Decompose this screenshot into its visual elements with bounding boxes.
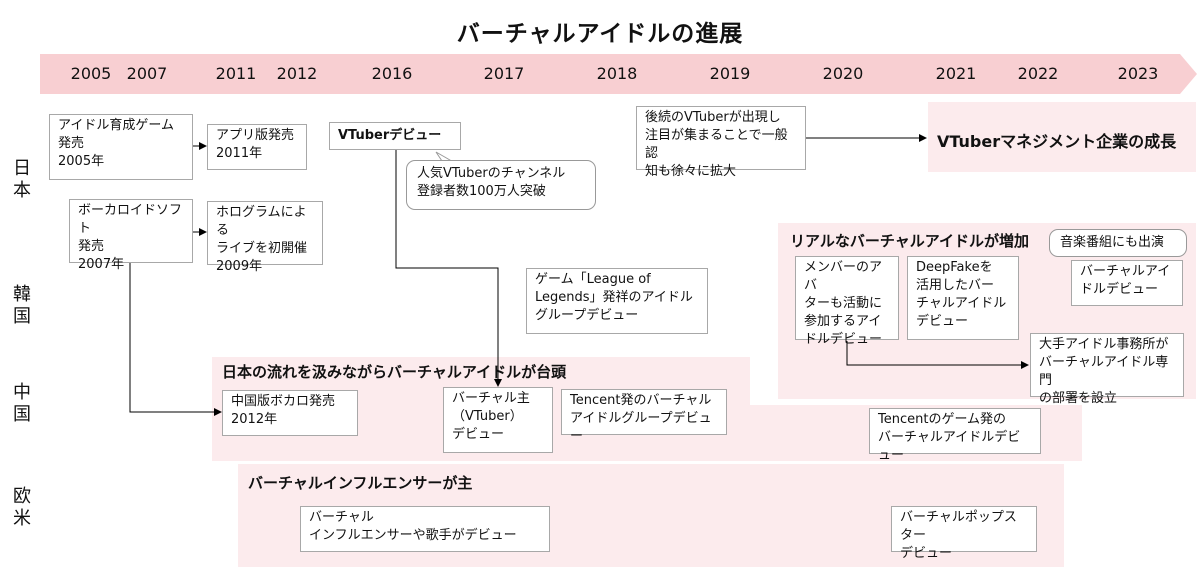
idol-game-box: アイドル育成ゲーム 発売 2005年 [49, 114, 193, 180]
page-title: バーチャルアイドルの進展 [456, 21, 744, 47]
timeline-arrow [40, 54, 1197, 94]
year-label: 2011 [215, 64, 257, 83]
popstar-box: バーチャルポップスター デビュー [891, 506, 1037, 561]
region-label-west: 欧米 [13, 486, 31, 529]
year-label: 2007 [126, 64, 168, 83]
virtual-idol-debut-box: バーチャルアイ ドルデビュー [1071, 260, 1183, 306]
agency-box: 大手アイドル事務所が バーチャルアイドル専門 の部署を設立 [1030, 333, 1184, 406]
year-label: 2005 [70, 64, 112, 83]
connector-vtuber-to-china [395, 150, 502, 387]
app-release-box: アプリ版発売 2011年 [207, 124, 307, 170]
year-label: 2021 [935, 64, 977, 83]
year-label: 2020 [822, 64, 864, 83]
vocaloid-box: ボーカロイドソフト 発売 2007年 [69, 199, 193, 272]
vtuber-debut-box: VTuberデビュー [329, 122, 461, 150]
vtuber-mgmt-label: VTuberマネジメント企業の成長 [937, 132, 1177, 151]
connector-korea-to-agency [846, 341, 1029, 369]
later-vtuber-box: 後続のVTuberが出現し 注目が集まることで一般認 知も徐々に拡大 [636, 106, 806, 179]
year-label: 2017 [483, 64, 525, 83]
year-label: 2019 [709, 64, 751, 83]
music-show-callout: 音楽番組にも出演 [1049, 229, 1187, 257]
members-avatar-box: メンバーのアバ ターも活動に 参加するアイ ドルデビュー [795, 256, 899, 347]
region-label-japan: 日本 [13, 158, 31, 201]
vtuber-mgmt-band [928, 102, 1196, 172]
region-label-korea: 韓国 [13, 284, 31, 327]
connector-vocaloid-to-china [129, 263, 222, 416]
tencent-game-box: Tencentのゲーム発の バーチャルアイドルデビュー [869, 408, 1041, 463]
year-label: 2012 [276, 64, 318, 83]
lol-group-box: ゲーム「League of Legends」発祥のアイドル グループデビュー [526, 268, 708, 334]
year-label: 2016 [371, 64, 413, 83]
korea-band-title: リアルなバーチャルアイドルが増加 [790, 232, 1029, 250]
hologram-box: ホログラムによる ライブを初開催 2009年 [207, 201, 323, 274]
region-label-china: 中国 [13, 382, 31, 425]
china-vtuber-box: バーチャル主 （VTuber） デビュー [443, 387, 553, 453]
year-label: 2018 [596, 64, 638, 83]
china-band-title: 日本の流れを汲みながらバーチャルアイドルが台頭 [222, 363, 567, 381]
influencer-box: バーチャル インフルエンサーや歌手がデビュー [300, 506, 550, 552]
vtuber-subs-callout: 人気VTuberのチャンネル 登録者数100万人突破 [406, 160, 596, 210]
tencent-group-box: Tencent発のバーチャル アイドルグループデビュー [561, 389, 727, 444]
west-band-title: バーチャルインフルエンサーが主 [248, 474, 473, 492]
year-label: 2022 [1017, 64, 1059, 83]
deepfake-box: DeepFakeを 活用したバー チャルアイドル デビュー [907, 256, 1019, 340]
year-label: 2023 [1117, 64, 1159, 83]
china-vocaloid-box: 中国版ボカロ発売 2012年 [222, 390, 358, 436]
